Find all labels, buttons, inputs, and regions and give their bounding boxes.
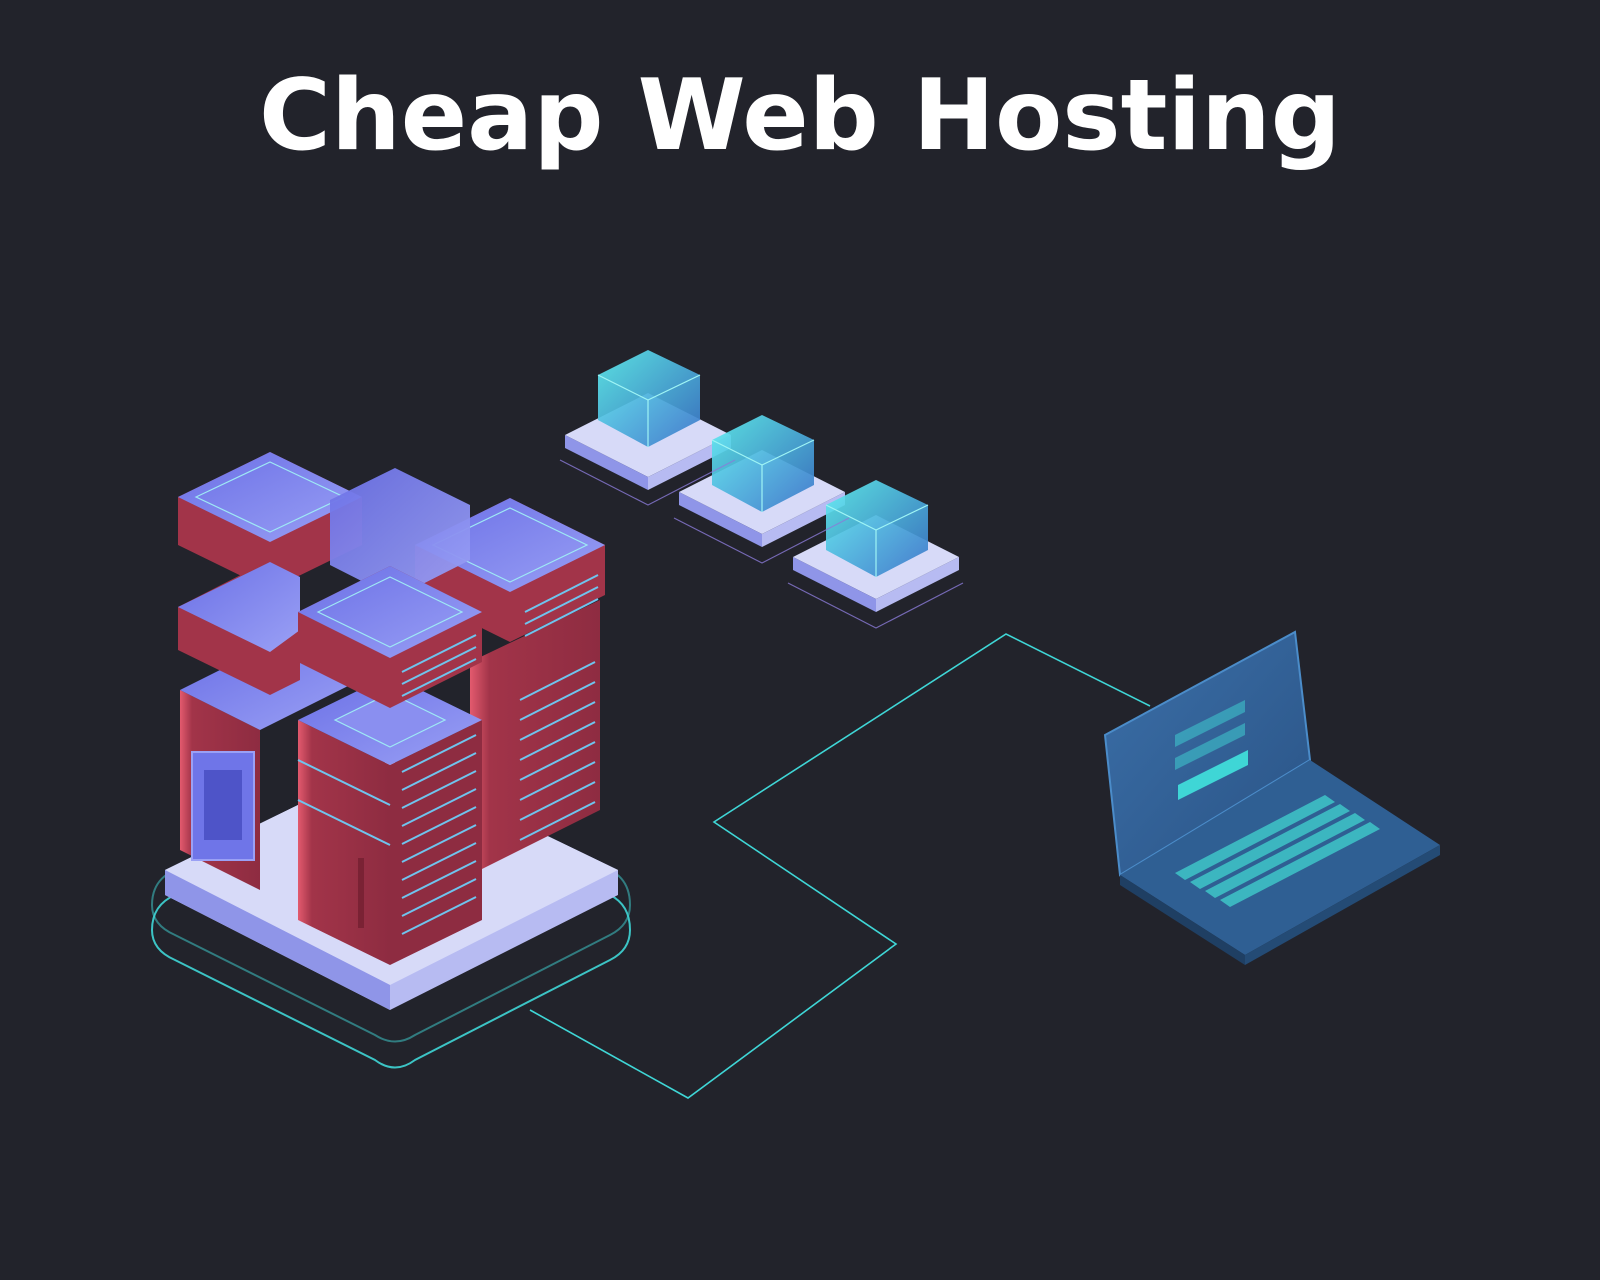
page-title: Cheap Web Hosting (259, 59, 1341, 173)
laptop-icon (1103, 630, 1440, 965)
data-cube-icon (559, 350, 964, 629)
server-cluster-icon (150, 452, 632, 1069)
network-connector (529, 633, 1151, 1099)
